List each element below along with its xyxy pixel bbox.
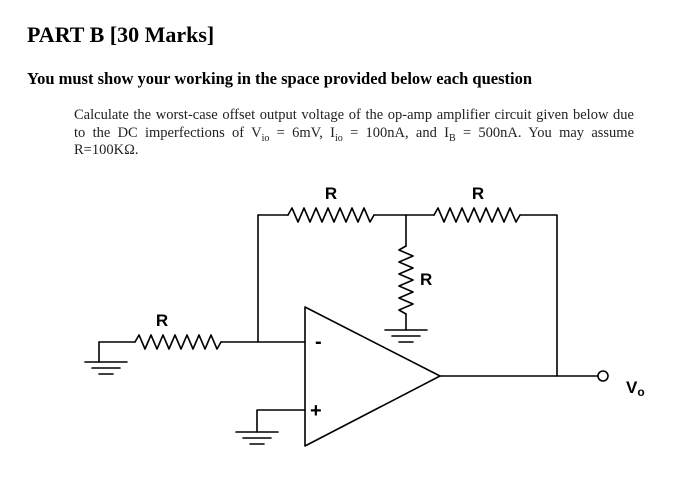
output-voltage-label: Vo [626,378,645,399]
output-resistor-label: R [472,184,484,203]
shunt-resistor-label: R [420,270,432,289]
question-part-2: = 6mV, I [269,124,335,141]
ground-symbol-noninverting [235,431,279,445]
input-resistor [134,334,222,350]
vio-subscript: io [261,132,270,144]
noninverting-input-wire [256,409,306,433]
output-voltage-subscript: o [637,385,644,399]
op-amp-triangle [304,306,441,447]
ground-symbol-input [84,341,128,375]
output-resistor [433,207,521,223]
feedback-resistor-label: R [325,184,337,203]
inverting-terminal-label: - [315,331,322,353]
question-part-1: Calculate the worst-case offset output v… [74,107,634,141]
output-voltage-symbol: V [626,378,638,397]
feedback-resistor [287,207,375,223]
ib-subscript: B [448,132,456,144]
input-resistor-label: R [156,311,168,330]
shunt-resistor [398,245,414,315]
question-part-4: = 500nA. You may assume R=100KΩ. [74,124,635,159]
instruction-text: You must show your working in the space … [27,69,533,88]
iio-subscript: io [335,132,343,144]
page-title: PART B [30 Marks] [27,22,215,47]
output-terminal-icon [597,370,609,382]
question-text: Calculate the worst-case offset output v… [74,107,634,160]
ground-symbol-shunt [384,329,428,343]
output-feedback-wire [519,214,558,377]
noninverting-terminal-label: + [310,400,322,422]
question-part-3: = 100nA, and I [342,124,449,141]
